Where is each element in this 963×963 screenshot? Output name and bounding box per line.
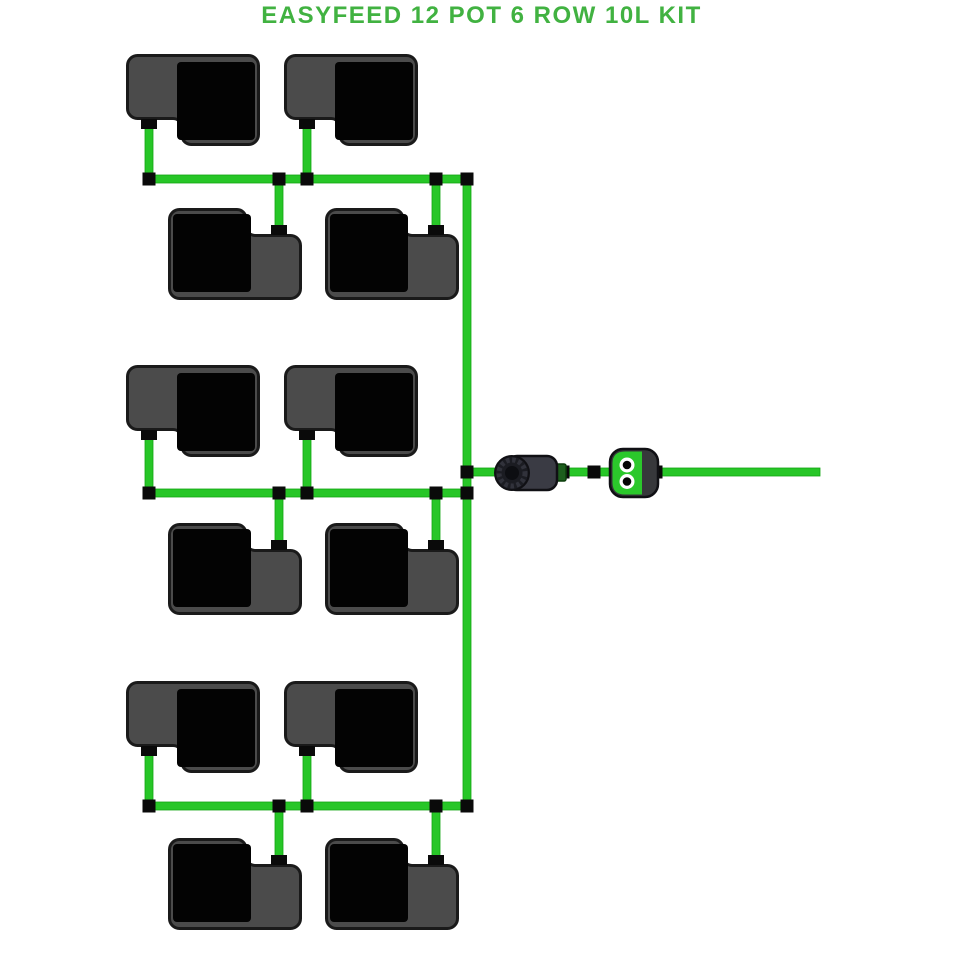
valve-port-hole-bottom — [622, 477, 632, 486]
click-valve-icon — [608, 447, 660, 499]
pump-cap-hub — [505, 466, 519, 480]
inline-pump-icon — [494, 454, 567, 492]
tee-fitting — [272, 799, 286, 813]
tee-fitting — [300, 486, 314, 500]
fitting-layer — [142, 172, 663, 813]
tee-fitting — [429, 799, 443, 813]
diagram-title: EASYFEED 12 POT 6 ROW 10L KIT — [261, 2, 702, 29]
tee-fitting — [272, 486, 286, 500]
valve-port-hole-top — [622, 460, 632, 470]
tee-fitting — [142, 799, 156, 813]
tee-fitting — [460, 465, 474, 479]
tee-fitting — [460, 799, 474, 813]
tee-fitting — [429, 486, 443, 500]
tee-fitting — [300, 799, 314, 813]
tee-fitting — [460, 172, 474, 186]
tee-fitting — [460, 486, 474, 500]
tee-fitting — [142, 172, 156, 186]
tee-fitting — [142, 486, 156, 500]
tee-fitting — [429, 172, 443, 186]
tee-fitting — [272, 172, 286, 186]
pump-cap-ribs — [496, 457, 528, 489]
tee-fitting — [300, 172, 314, 186]
tee-fitting — [587, 465, 601, 479]
